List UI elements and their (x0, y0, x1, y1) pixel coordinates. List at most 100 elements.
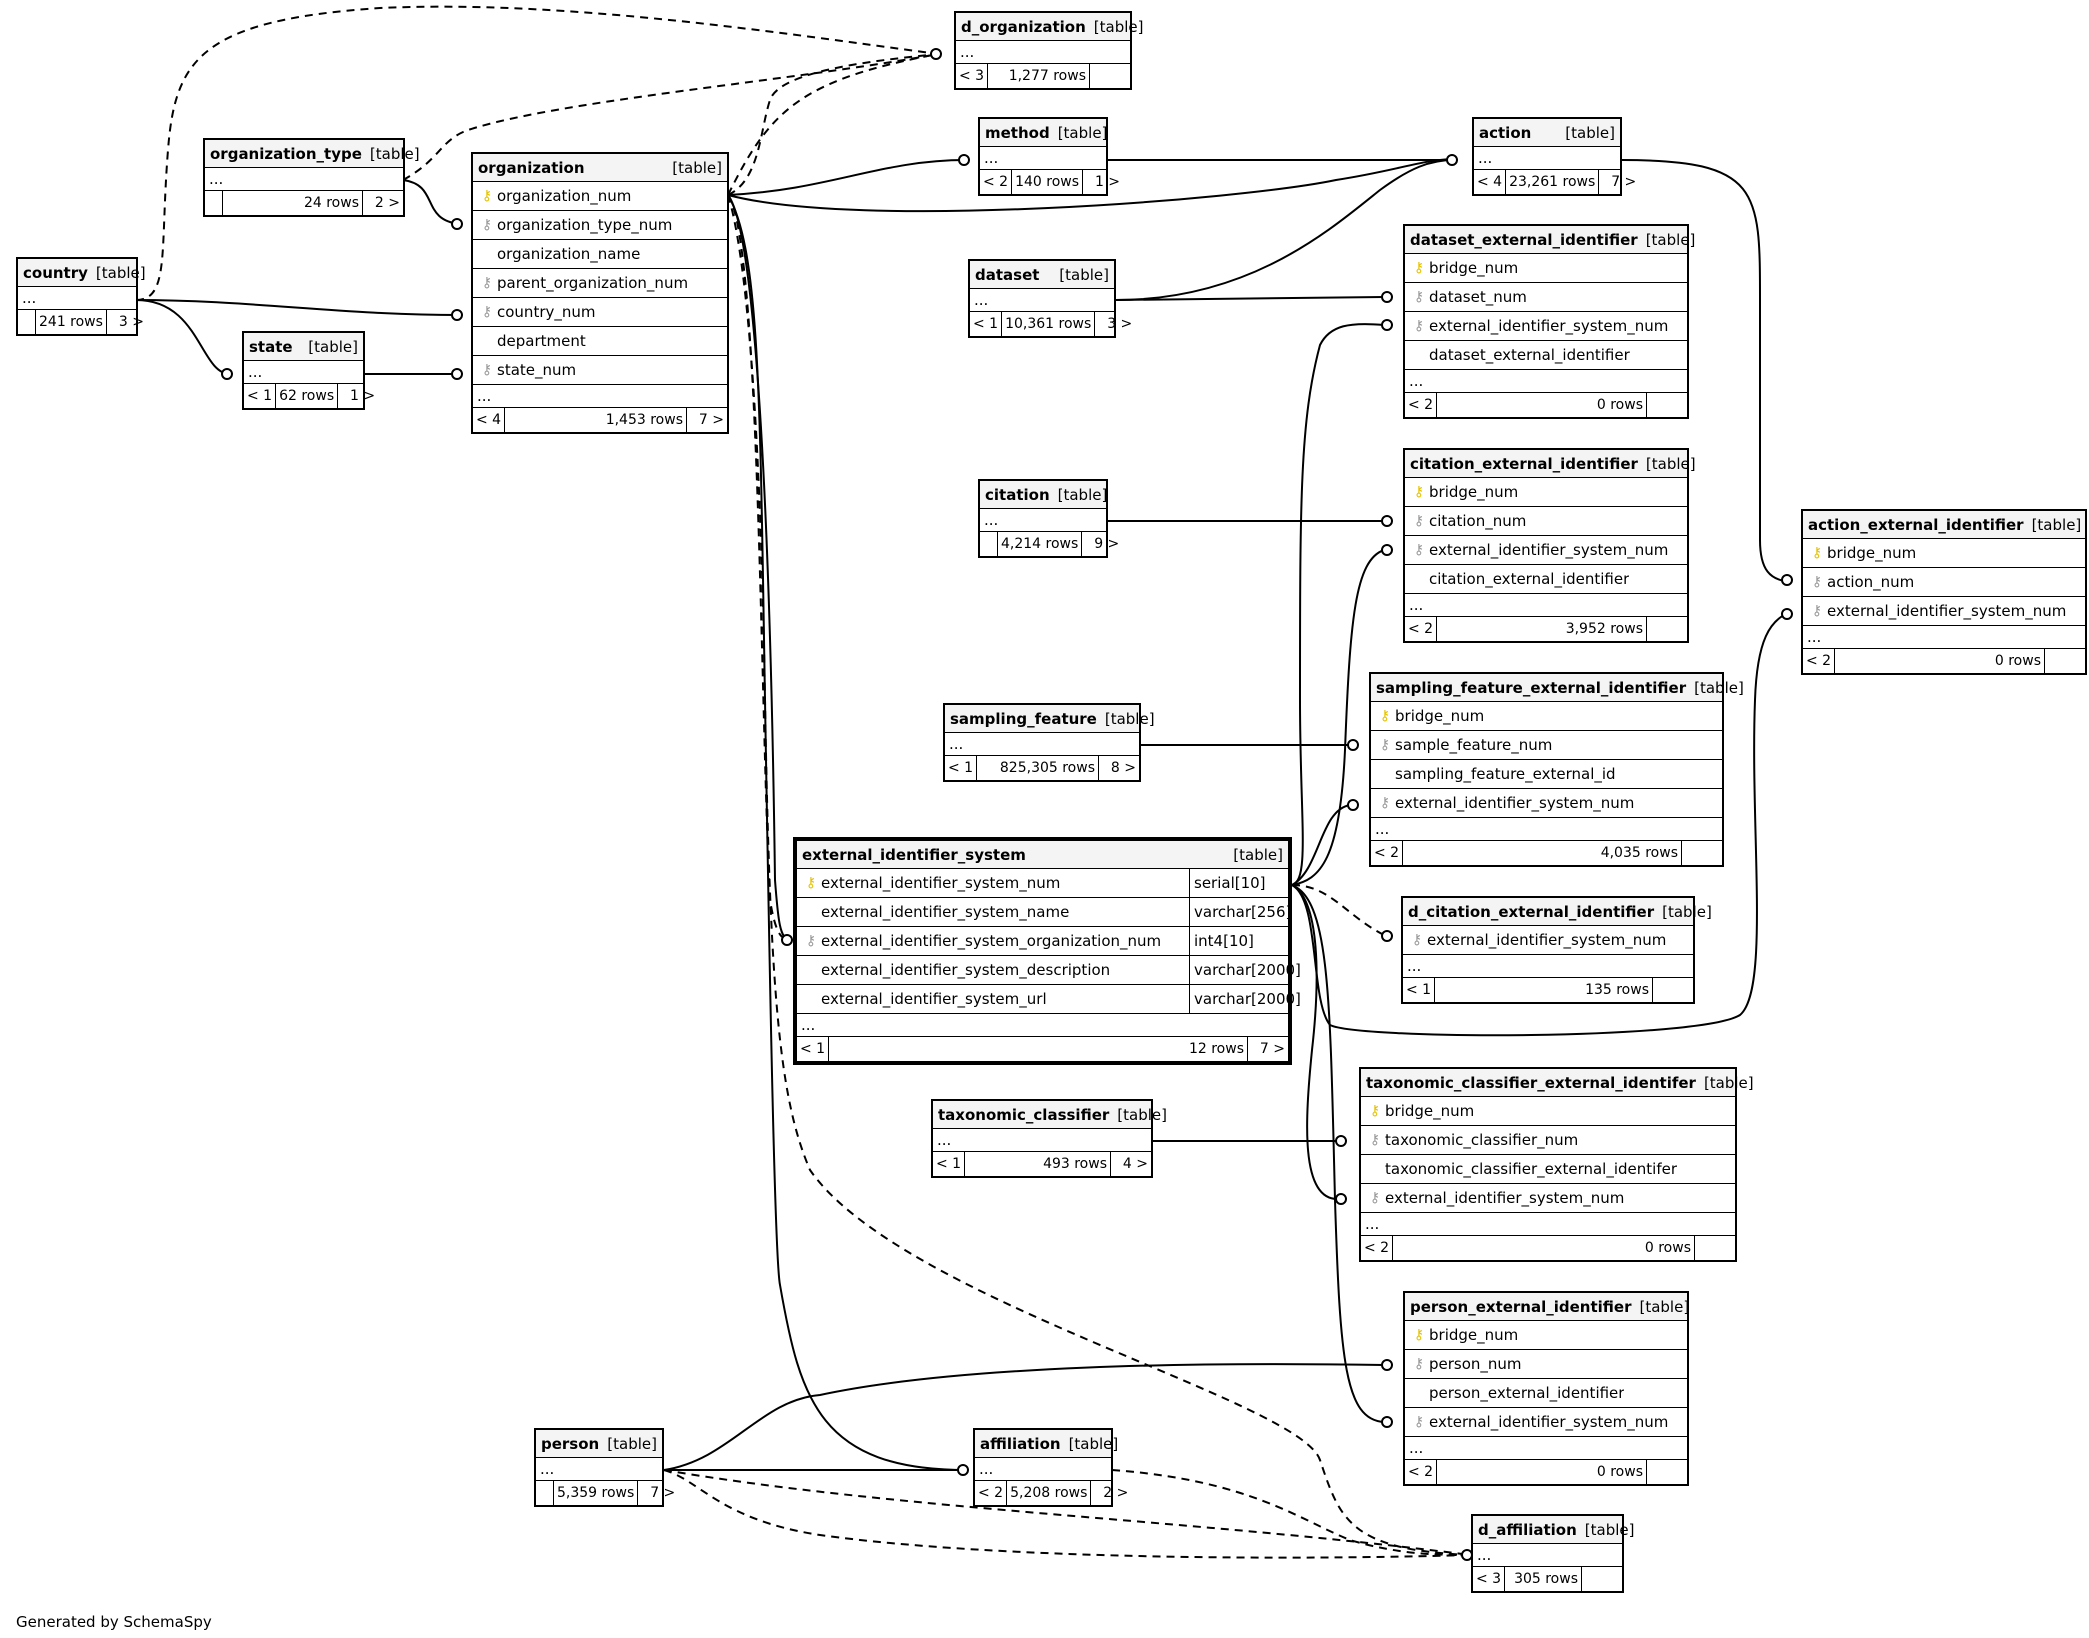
column-row[interactable]: ⚷external_identifier_system_num (1803, 597, 2085, 626)
parents-count[interactable] (980, 532, 998, 556)
parents-count[interactable]: < 2 (1803, 649, 1836, 673)
children-count[interactable] (1647, 1460, 1687, 1484)
table-d_citation_external_identifier[interactable]: d_citation_external_identifier[table]⚷ex… (1401, 896, 1712, 1004)
parents-count[interactable]: < 2 (1371, 841, 1404, 865)
column-row[interactable]: ⚷external_identifier_system_num (1405, 1408, 1687, 1437)
children-count[interactable] (1647, 617, 1687, 641)
children-count[interactable]: 7 > (650, 1485, 676, 1501)
children-count[interactable] (1682, 841, 1722, 865)
table-person_external_identifier[interactable]: person_external_identifier[table]⚷bridge… (1403, 1291, 1689, 1486)
table-taxonomic_classifier_external_identifer[interactable]: taxonomic_classifier_external_identifer[… (1359, 1067, 1754, 1262)
column-row[interactable]: sampling_feature_external_id (1371, 760, 1722, 789)
table-organization[interactable]: organization[table]⚷organization_num⚷org… (471, 152, 729, 434)
column-row[interactable]: ⚷external_identifier_system_num (1405, 312, 1687, 341)
column-row[interactable]: ⚷state_num (473, 356, 727, 385)
column-row[interactable]: ⚷country_num (473, 298, 727, 327)
column-row[interactable]: ⚷person_num (1405, 1350, 1687, 1379)
column-row[interactable]: ⚷sample_feature_num (1371, 731, 1722, 760)
parents-count[interactable]: < 2 (1405, 1460, 1438, 1484)
children-count[interactable] (1582, 1567, 1622, 1591)
column-row[interactable]: person_external_identifier (1405, 1379, 1687, 1408)
column-row[interactable]: ⚷parent_organization_num (473, 269, 727, 298)
parents-count[interactable]: < 2 (980, 170, 1013, 194)
column-row[interactable]: ⚷external_identifier_system_num (1403, 926, 1693, 955)
parents-count[interactable]: < 2 (1361, 1236, 1394, 1260)
column-row[interactable]: organization_name (473, 240, 727, 269)
table-citation_external_identifier[interactable]: citation_external_identifier[table]⚷brid… (1403, 448, 1696, 643)
children-count[interactable]: 3 > (118, 314, 144, 330)
column-row[interactable]: ⚷external_identifier_system_organization… (797, 927, 1288, 956)
children-count[interactable]: 9 > (1094, 536, 1120, 552)
parents-count[interactable]: < 3 (956, 64, 989, 88)
column-row[interactable]: ⚷bridge_num (1405, 1321, 1687, 1350)
parents-count[interactable]: < 2 (1405, 393, 1438, 417)
parents-count[interactable]: < 3 (1473, 1567, 1506, 1591)
children-count[interactable] (1090, 64, 1130, 88)
column-row[interactable]: dataset_external_identifier (1405, 341, 1687, 370)
parents-count[interactable]: < 1 (933, 1152, 966, 1176)
parents-count[interactable]: < 2 (1405, 617, 1438, 641)
column-row[interactable]: ⚷external_identifier_system_num (1405, 536, 1687, 565)
children-count[interactable] (1695, 1236, 1735, 1260)
children-count[interactable]: 7 > (1611, 174, 1637, 190)
children-count[interactable]: 1 > (350, 388, 376, 404)
children-count[interactable] (1647, 393, 1687, 417)
column-row[interactable]: ⚷taxonomic_classifier_num (1361, 1126, 1735, 1155)
column-row[interactable]: ⚷citation_num (1405, 507, 1687, 536)
children-count[interactable]: 4 > (1122, 1156, 1148, 1172)
children-count[interactable]: 2 > (374, 195, 400, 211)
column-row[interactable]: citation_external_identifier (1405, 565, 1687, 594)
children-count[interactable] (1653, 978, 1693, 1002)
parents-count[interactable]: < 4 (1474, 170, 1507, 194)
children-count[interactable] (2045, 649, 2085, 673)
parents-count[interactable] (536, 1481, 554, 1505)
table-sampling_feature_external_identifier[interactable]: sampling_feature_external_identifier[tab… (1369, 672, 1744, 867)
column-row[interactable]: ⚷bridge_num (1405, 254, 1687, 283)
column-row[interactable]: taxonomic_classifier_external_identifer (1361, 1155, 1735, 1184)
column-row[interactable]: ⚷bridge_num (1361, 1097, 1735, 1126)
column-row[interactable]: department (473, 327, 727, 356)
parents-count[interactable]: < 1 (945, 756, 978, 780)
column-row[interactable]: ⚷external_identifier_system_num (1361, 1184, 1735, 1213)
parents-count[interactable]: < 1 (797, 1037, 830, 1061)
column-row[interactable]: ⚷action_num (1803, 568, 2085, 597)
children-count[interactable]: 7 > (1259, 1041, 1285, 1057)
children-count[interactable]: 7 > (698, 412, 724, 428)
parents-count[interactable]: < 1 (1403, 978, 1436, 1002)
children-count[interactable]: 2 > (1103, 1485, 1129, 1501)
table-external_identifier_system[interactable]: external_identifier_system[table]⚷extern… (793, 837, 1301, 1065)
parents-count[interactable]: < 1 (244, 384, 277, 408)
column-row[interactable]: ⚷bridge_num (1803, 539, 2085, 568)
children-count[interactable]: 8 > (1110, 760, 1136, 776)
table-dataset_external_identifier[interactable]: dataset_external_identifier[table]⚷bridg… (1403, 224, 1695, 419)
column-row[interactable]: ⚷bridge_num (1371, 702, 1722, 731)
column-row[interactable]: ⚷bridge_num (1405, 478, 1687, 507)
column-row[interactable]: ⚷organization_num (473, 182, 727, 211)
parents-count[interactable]: < 1 (970, 312, 1003, 336)
column-row[interactable]: ⚷dataset_num (1405, 283, 1687, 312)
parents-count[interactable] (205, 191, 223, 215)
column-row[interactable]: ⚷organization_type_num (473, 211, 727, 240)
parents-count[interactable]: < 4 (473, 408, 506, 432)
parents-count[interactable] (18, 310, 36, 334)
children-count[interactable]: 3 > (1107, 316, 1133, 332)
table-action_external_identifier[interactable]: action_external_identifier[table]⚷bridge… (1801, 509, 2087, 675)
children-count[interactable]: 1 > (1094, 174, 1121, 190)
